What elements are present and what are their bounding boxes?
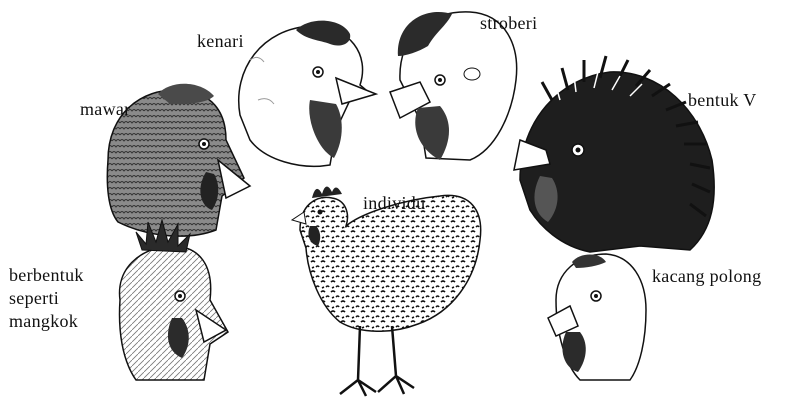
label-mangkok-line2: seperti: [9, 287, 59, 309]
label-kacang-polong: kacang polong: [652, 265, 761, 287]
hen-individu-icon: [292, 186, 481, 396]
label-mawar: mawar: [80, 98, 130, 120]
chicken-head-stroberi-icon: [390, 12, 517, 160]
chicken-head-kacang-polong-icon: [548, 254, 646, 380]
label-kenari: kenari: [197, 30, 244, 52]
label-individu: individu: [363, 192, 425, 214]
chicken-head-kenari-icon: [239, 21, 376, 167]
label-mangkok-line1: berbentuk: [9, 264, 84, 286]
label-mangkok-line3: mangkok: [9, 310, 78, 332]
label-bentuk-v: bentuk V: [688, 89, 757, 111]
chicken-head-mangkok-icon: [120, 220, 228, 380]
chicken-head-bentuk-v-icon: [514, 56, 714, 252]
label-stroberi: stroberi: [480, 12, 537, 34]
